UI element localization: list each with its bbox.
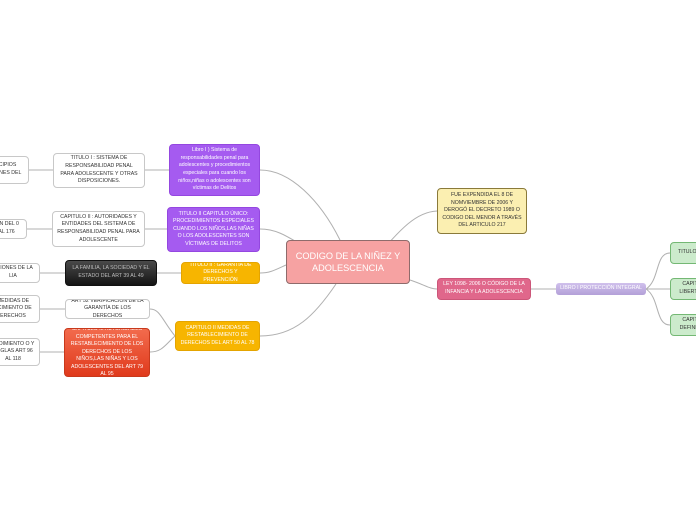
node-capitulo-ii-medidas[interactable]: CAPITULO II MEDIDAS DE RESTABLECIMIENTO …: [175, 321, 260, 351]
node-capitulo-iii-autoridades[interactable]: CAPITULO III AUTORIDADES COMPETENTES PAR…: [64, 328, 150, 377]
node-ley-1098-codigo[interactable]: LEY 1098- 2006 O CÓDIGO DE LA INFANCIA Y…: [437, 278, 531, 300]
central-topic[interactable]: CODIGO DE LA NIÑEZ Y ADOLESCENCIA: [286, 240, 410, 284]
node-left-medidas[interactable]: MEDIDAS DE ECIMIENTO DE ERECHOS: [0, 295, 40, 323]
link-libro1-right1: [645, 252, 671, 290]
node-capitulo-ii-autoridades[interactable]: CAPITULO II : AUTORIDADES Y ENTIDADES DE…: [52, 211, 145, 247]
node-art-52-verificacion[interactable]: ART 52 VERIFICACIÓN DE LA GARANTÍA DE LO…: [65, 299, 150, 319]
node-titulo-ii-garantia[interactable]: TITULO II : GARANTÍA DE DERECHOS Y PREVE…: [181, 262, 260, 284]
node-right-titulo[interactable]: TITULO G: [670, 242, 696, 264]
node-left-principios[interactable]: CIPIOS IONES DEL: [0, 156, 29, 184]
link-center-titulo2-garantia: [259, 264, 287, 274]
link-center-capitulo2: [259, 283, 337, 337]
node-right-capitulo-libertad[interactable]: CAPIT LIBERTA: [670, 278, 696, 300]
node-libro-i-proteccion-integral[interactable]: LIBRO I PROTECCIÓN INTEGRAL: [556, 283, 646, 295]
node-left-obligaciones[interactable]: ACIONES DE LA LIA: [0, 263, 40, 283]
node-left-seccion[interactable]: IÓN DEL 0 AL 176: [0, 219, 27, 239]
link-center-libro1: [259, 169, 341, 241]
link-capitulo2-capitulo3: [149, 335, 176, 353]
link-center-ley-intro: [409, 279, 438, 290]
node-left-procedimiento[interactable]: CEDIMIENTO O Y REGLAS ART 96 AL 118: [0, 338, 40, 366]
link-capitulo2-art52: [149, 308, 176, 337]
node-titulo-ii-capitulo-unico[interactable]: TITULO II CAPITULO ÚNICO: PROCEDIMIENTOS…: [167, 207, 260, 252]
node-right-capitulo-definiciones[interactable]: CAPIT DEFINIC: [670, 314, 696, 336]
link-libro1-right3: [645, 288, 671, 326]
node-titulo-i-sistema[interactable]: TITULO I : SISTEMA DE RESPONSABILIDAD PE…: [53, 153, 145, 188]
node-ley-1098-expedida[interactable]: FUE EXPENDIDA EL 8 DE NOMVIEMBRE DE 2006…: [437, 188, 527, 234]
node-familia-sociedad-estado[interactable]: LA FAMILIA, LA SOCIEDAD Y EL ESTADO DEL …: [65, 260, 157, 286]
node-libro-i-responsabilidad-penal[interactable]: Libro I ) Sistema de responsabilidades p…: [169, 144, 260, 196]
